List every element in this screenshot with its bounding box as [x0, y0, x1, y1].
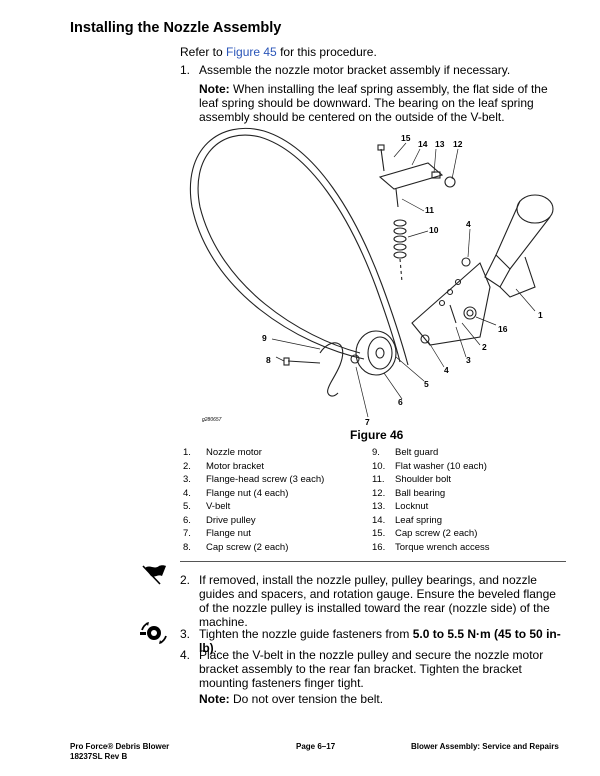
legend-right: 9.Belt guard 10.Flat washer (10 each) 11… [372, 447, 490, 553]
cap-screw-15 [380, 148, 385, 172]
intro-text: Refer to Figure 45 for this procedure. [180, 45, 377, 59]
step-text: Tighten the nozzle guide fasteners from … [199, 627, 561, 655]
note-text: When installing the leaf spring assembly… [199, 82, 548, 124]
footer-doc-number: 18237SL Rev B [70, 752, 128, 761]
note-label: Note: [199, 82, 230, 96]
step-text: Assemble the nozzle motor bracket assemb… [199, 63, 511, 77]
callout-2: 2 [482, 342, 487, 352]
intro-prefix: Refer to [180, 45, 227, 59]
flange-head-screw [449, 304, 457, 324]
divider [180, 561, 566, 562]
torque-spec: 5.0 to 5.5 N·m (45 to 50 in-lb) [199, 627, 561, 655]
motor-bracket [411, 262, 491, 346]
assembly-line [399, 258, 403, 283]
step-number: 1. [180, 63, 191, 77]
cap-screw-8-head [283, 357, 290, 366]
v-belt-inner [189, 127, 409, 366]
callout-14: 14 [418, 139, 428, 149]
step-1: 1. Assemble the nozzle motor bracket ass… [180, 63, 570, 77]
step-2: 2. If removed, install the nozzle pulley… [180, 573, 570, 629]
bracket-hole [446, 288, 454, 296]
callout-10: 10 [429, 225, 439, 235]
flat-washer [393, 251, 407, 259]
v-belt-outer [197, 134, 401, 363]
flange-nut-7 [350, 354, 360, 364]
section-title: Installing the Nozzle Assembly [70, 20, 282, 36]
bracket-hole [454, 278, 462, 286]
callout-4-bottom: 4 [444, 365, 449, 375]
figure-46-illustration: 15 14 13 12 11 10 4 1 16 2 3 4 5 6 7 8 9… [180, 127, 572, 427]
callout-7: 7 [365, 417, 370, 427]
callout-12: 12 [453, 139, 463, 149]
bracket-hole [438, 299, 446, 307]
cap-screw-8 [287, 360, 321, 364]
figure-45-link[interactable]: Figure 45 [226, 45, 277, 59]
intro-suffix: for this procedure. [276, 45, 377, 59]
callout-9: 9 [262, 333, 267, 343]
callout-6: 6 [398, 397, 403, 407]
belt-guard [319, 342, 344, 397]
drive-pulley [355, 330, 397, 376]
callout-5: 5 [424, 379, 429, 389]
callout-4-top: 4 [466, 219, 471, 229]
footer-product: Pro Force® Debris Blower [70, 742, 170, 751]
step-text: Place the V-belt in the nozzle pulley an… [199, 648, 544, 690]
nozzle-motor-end [516, 194, 554, 224]
torque-access-hole-inner [466, 309, 474, 317]
flag-icon [140, 562, 168, 588]
callout-15: 15 [401, 133, 411, 143]
flat-washer [393, 227, 407, 235]
footer-section: Blower Assembly: Service and Repairs [411, 742, 559, 751]
step-number: 4. [180, 648, 191, 662]
shoulder-bolt [395, 188, 399, 208]
flat-washer [393, 235, 407, 243]
note-text: Do not over tension the belt. [229, 692, 384, 706]
callout-3: 3 [466, 355, 471, 365]
footer-page: Page 6–17 [296, 742, 336, 751]
callout-8: 8 [266, 355, 271, 365]
callout-11: 11 [425, 205, 434, 215]
locknut [431, 171, 441, 179]
callout-1: 1 [538, 310, 543, 320]
step-number: 2. [180, 573, 191, 587]
note-leaf-spring: Note: When installing the leaf spring as… [199, 82, 569, 124]
drive-pulley-bore [375, 347, 385, 359]
nozzle-motor-mount [499, 256, 536, 298]
torque-access-hole [463, 306, 477, 320]
note-label: Note: [199, 692, 230, 706]
note-belt-tension: Note: Do not over tension the belt. [199, 692, 569, 706]
callout-13: 13 [435, 139, 445, 149]
flange-nut-4 [461, 257, 471, 267]
leaf-spring [378, 162, 444, 190]
step-4: 4. Place the V-belt in the nozzle pulley… [180, 648, 570, 692]
step-3: 3. Tighten the nozzle guide fasteners fr… [180, 627, 570, 655]
nozzle-motor-body [495, 200, 551, 270]
callout-16: 16 [498, 324, 508, 334]
step-number: 3. [180, 627, 191, 641]
figure-caption: Figure 46 [350, 428, 404, 442]
flat-washer [393, 219, 407, 227]
exploded-nozzle-diagram: 15 14 13 12 11 10 4 1 16 2 3 4 5 6 7 8 9… [189, 127, 554, 427]
flat-washer [393, 243, 407, 251]
step-text: If removed, install the nozzle pulley, p… [199, 573, 556, 629]
cap-screw-15-head [377, 144, 385, 151]
ball-bearing [444, 176, 456, 188]
drive-pulley-hub [367, 336, 393, 370]
figure-image-id: g280657 [202, 417, 222, 423]
nozzle-motor-shaft [484, 254, 511, 288]
flange-nut-4-lower [420, 334, 430, 344]
legend-left: 1.Nozzle motor 2.Motor bracket 3.Flange-… [183, 447, 325, 553]
torque-wrench-icon [138, 620, 170, 646]
